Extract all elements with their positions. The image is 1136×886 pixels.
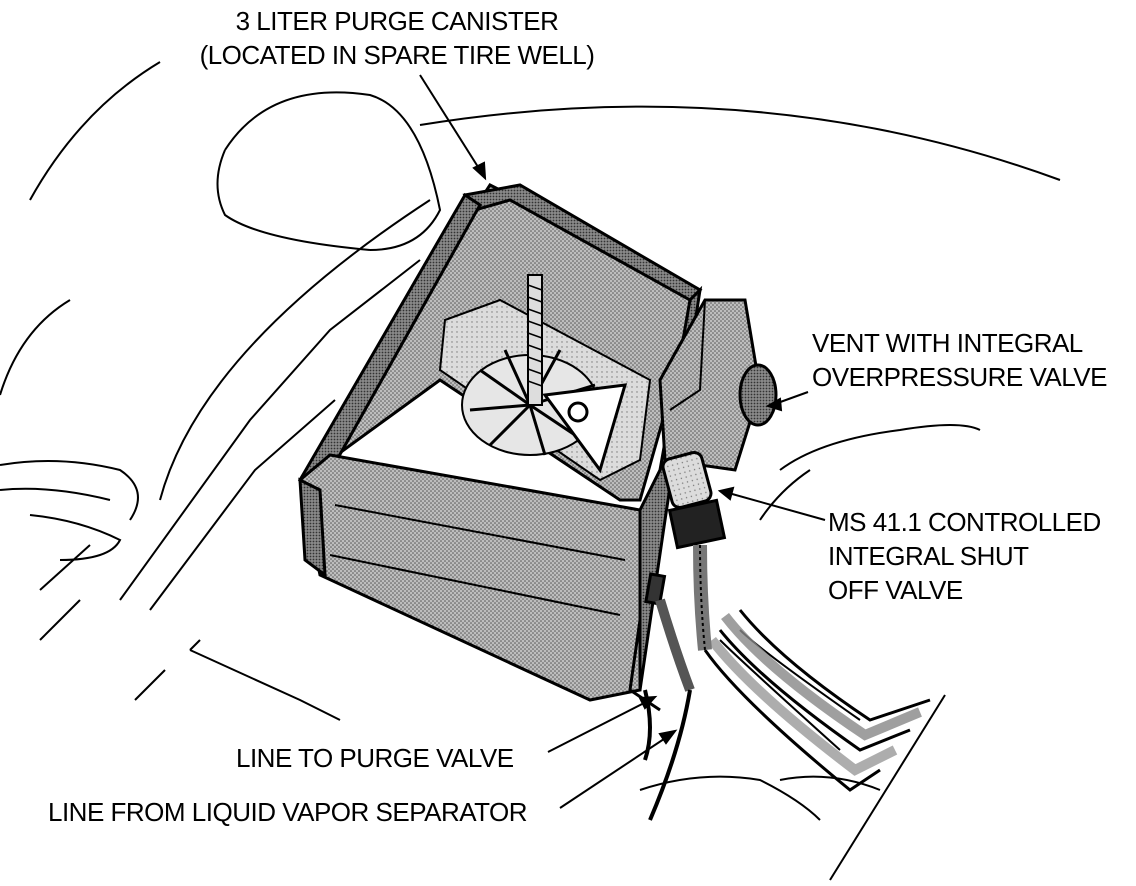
- leader-separator-arrowhead: [658, 729, 678, 745]
- leader-vent-arrowhead: [765, 397, 783, 412]
- leader-lines: [419, 74, 826, 809]
- hose-bundle: [705, 610, 930, 790]
- label-shutoff-valve-line1: MS 41.1 CONTROLLED: [828, 507, 1101, 537]
- label-line-to-purge-valve: LINE TO PURGE VALVE: [236, 741, 514, 775]
- label-purge-canister: 3 LITER PURGE CANISTER (LOCATED IN SPARE…: [192, 4, 602, 72]
- leader-canister: [419, 74, 486, 179]
- label-line-to-purge-valve-text: LINE TO PURGE VALVE: [236, 743, 514, 773]
- label-shutoff-valve-line2: INTEGRAL SHUT: [828, 541, 1029, 571]
- label-shutoff-valve: MS 41.1 CONTROLLED INTEGRAL SHUT OFF VAL…: [828, 505, 1101, 607]
- label-vent-valve-line2: OVERPRESSURE VALVE: [812, 362, 1107, 392]
- label-line-from-separator: LINE FROM LIQUID VAPOR SEPARATOR: [48, 795, 528, 829]
- spare-tire-well-outline: [0, 62, 1060, 880]
- label-vent-valve: VENT WITH INTEGRAL OVERPRESSURE VALVE: [812, 326, 1107, 394]
- leader-purge: [547, 699, 651, 753]
- leader-purge-arrowhead: [638, 695, 658, 710]
- label-shutoff-valve-line3: OFF VALVE: [828, 575, 963, 605]
- leader-canister-arrowhead: [472, 161, 487, 181]
- label-purge-canister-line2: (LOCATED IN SPARE TIRE WELL): [199, 40, 595, 70]
- vent-overpressure-valve: [660, 300, 776, 470]
- label-purge-canister-line1: 3 LITER PURGE CANISTER: [235, 6, 559, 36]
- leader-separator: [559, 734, 671, 809]
- leader-shutoff-arrowhead: [717, 486, 735, 501]
- label-vent-valve-line1: VENT WITH INTEGRAL: [812, 328, 1083, 358]
- shut-off-valve: [661, 451, 724, 650]
- label-line-from-separator-text: LINE FROM LIQUID VAPOR SEPARATOR: [48, 797, 528, 827]
- leader-shutoff: [724, 491, 826, 521]
- purge-canister: [300, 185, 700, 700]
